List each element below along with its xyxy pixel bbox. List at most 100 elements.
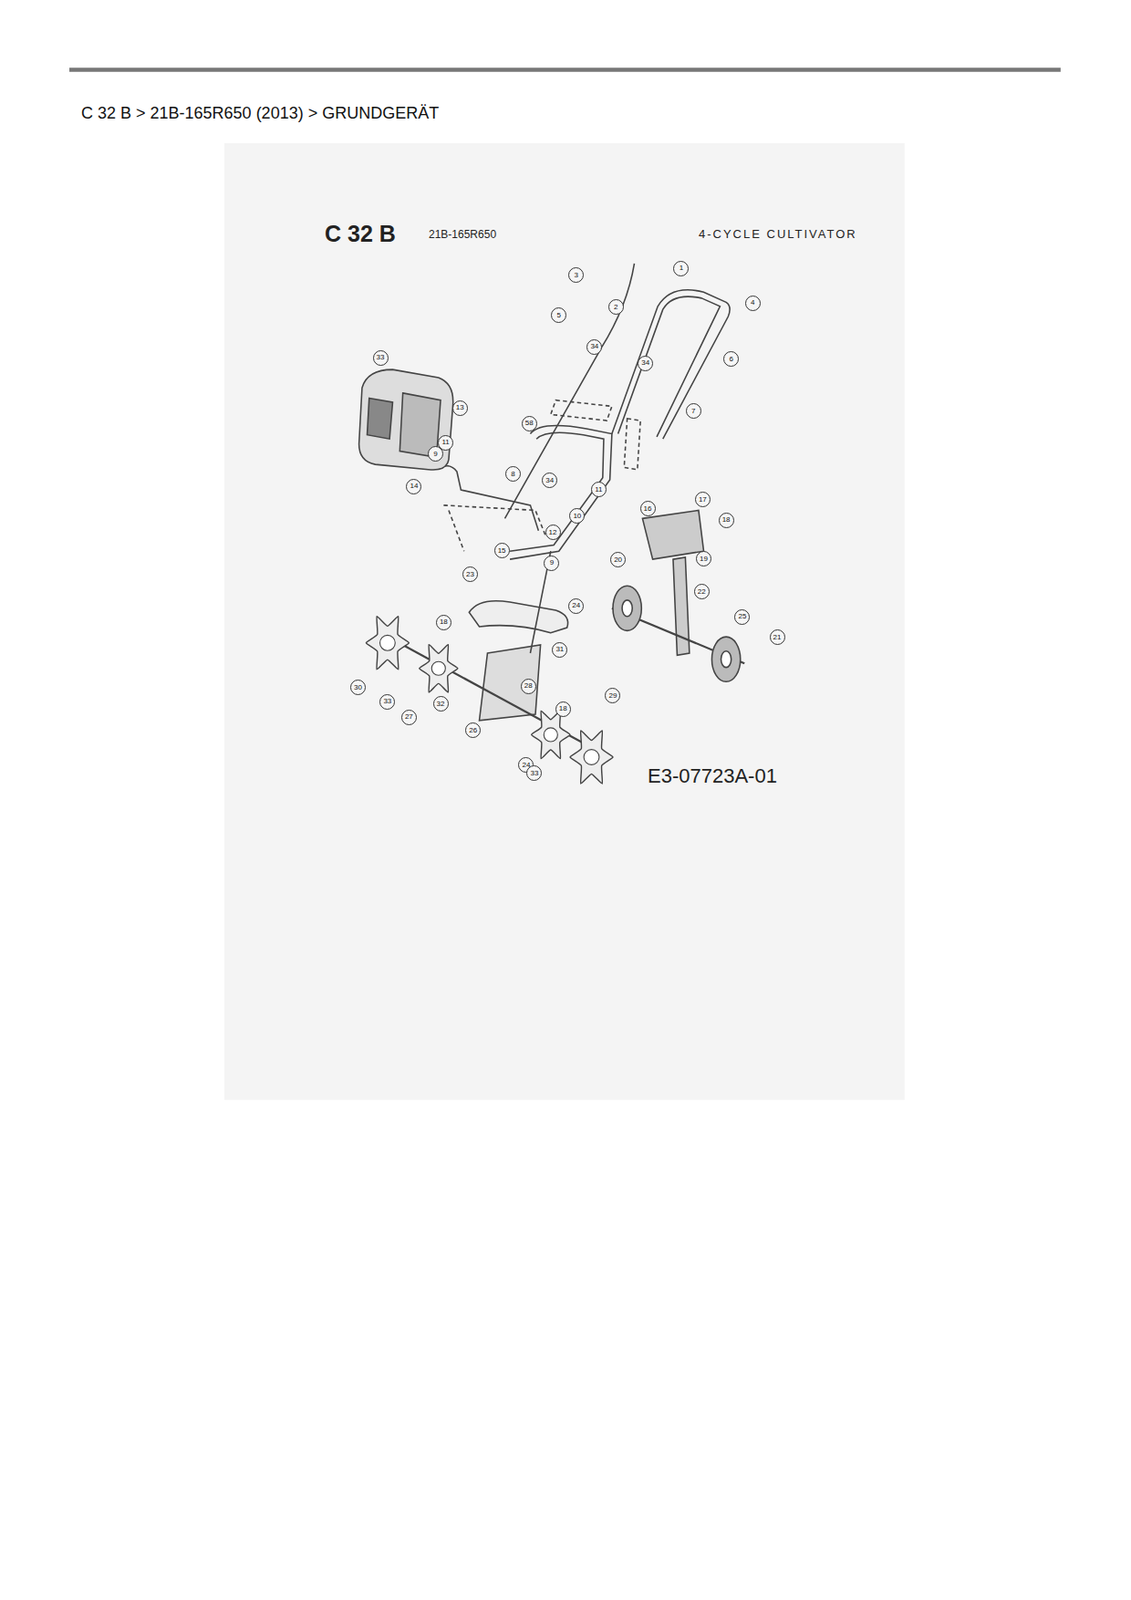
callout-number: 13 xyxy=(456,404,465,412)
tine-shield xyxy=(468,601,568,633)
engine-fins xyxy=(367,397,394,439)
callout-number: 32 xyxy=(433,695,449,712)
picture-ground xyxy=(224,143,905,1100)
callout-number: 34 xyxy=(590,342,599,351)
callout-number: 9 xyxy=(433,450,437,458)
callout-number: 15 xyxy=(498,547,507,555)
callout-number: 12 xyxy=(549,529,558,537)
callout-number: 18 xyxy=(559,705,568,713)
handle xyxy=(618,296,721,437)
callout-number: 29 xyxy=(609,692,618,700)
clamp xyxy=(623,418,641,470)
cable xyxy=(504,263,634,519)
frame-guide xyxy=(443,505,546,551)
callout-number: 18 xyxy=(435,614,452,631)
gear-housing xyxy=(479,644,541,721)
callout-number: 7 xyxy=(691,407,696,416)
tine xyxy=(531,710,571,758)
callout-number: 1 xyxy=(673,260,689,277)
tine xyxy=(570,730,613,784)
callout-number: 18 xyxy=(722,516,731,524)
bracket xyxy=(438,466,540,531)
callout-number: 10 xyxy=(572,512,582,520)
callout-number: 18 xyxy=(555,701,571,717)
callout-number: 5 xyxy=(556,311,561,320)
frame xyxy=(509,425,613,561)
callout-number: 1 xyxy=(679,264,684,272)
callout-number: 18 xyxy=(439,618,448,626)
callout-number: 28 xyxy=(524,682,533,690)
callout-number: 18 xyxy=(718,512,735,529)
diagram-heading: C 32 B xyxy=(324,220,396,248)
callout-number: 34 xyxy=(586,339,602,355)
handle xyxy=(612,290,730,439)
callout-number: 9 xyxy=(549,559,554,567)
callout-number: 11 xyxy=(594,486,602,494)
callout-number: 15 xyxy=(494,542,510,559)
diagram-heading: 21B-165R650 xyxy=(428,228,497,241)
callout-number: 24 xyxy=(568,598,584,614)
callout-number: 4 xyxy=(745,295,761,312)
tine-hub xyxy=(543,727,558,742)
callout-number: 27 xyxy=(401,709,417,726)
callout-number: 21 xyxy=(769,629,786,645)
callout-number: 25 xyxy=(738,612,748,621)
callout-number: 20 xyxy=(613,556,623,564)
callout-number: 6 xyxy=(728,355,733,364)
callout-number: 23 xyxy=(462,566,478,582)
callout-number: 11 xyxy=(441,438,449,447)
hub xyxy=(721,651,732,668)
callout-number: 28 xyxy=(520,678,537,695)
callout-number: 11 xyxy=(591,481,607,498)
callout-number: 2 xyxy=(608,299,624,315)
callout-number: 33 xyxy=(373,350,389,366)
callout-number: 14 xyxy=(410,482,419,490)
parts xyxy=(359,263,746,754)
callout-number: 34 xyxy=(545,477,554,485)
callout-number: 19 xyxy=(699,555,708,563)
callout-number: 33 xyxy=(529,769,539,778)
drawing-number: E3-07723A-01 xyxy=(647,764,778,789)
callout-number: 26 xyxy=(468,726,478,735)
tine-hub xyxy=(380,634,396,651)
callout-number: 9 xyxy=(543,555,560,571)
callout-number: 58 xyxy=(521,415,538,432)
callout-number: 58 xyxy=(525,419,534,427)
callout-number: 30 xyxy=(350,679,366,696)
callout-number: 30 xyxy=(353,684,363,692)
callout-number: 4 xyxy=(750,299,755,307)
callout-number: 2 xyxy=(613,303,618,312)
callout-number: 32 xyxy=(436,700,446,708)
tine xyxy=(419,644,458,693)
tine-shaft xyxy=(403,644,602,754)
callout-number: 16 xyxy=(643,505,653,513)
callout-number: 13 xyxy=(452,400,468,416)
top-rule xyxy=(69,67,1061,72)
callout-number: 7 xyxy=(685,403,702,419)
breadcrumb-title: C 32 B > 21B-165R650 (2013) > GRUNDGERÄT xyxy=(81,103,439,124)
callout-number: 31 xyxy=(551,642,568,658)
callout-number: 33 xyxy=(383,697,392,706)
wheel xyxy=(612,585,642,631)
wheel xyxy=(711,636,740,682)
callout-number: 12 xyxy=(545,524,561,540)
engine xyxy=(359,369,454,470)
callout-number: 33 xyxy=(376,353,385,362)
callout-number: 21 xyxy=(773,633,782,642)
callout-number: 22 xyxy=(697,588,706,596)
callout-number: 23 xyxy=(466,570,475,579)
callout-number: 34 xyxy=(637,355,654,372)
callout-number: 8 xyxy=(510,470,515,478)
clamp xyxy=(550,400,613,421)
callout-number: 31 xyxy=(555,645,564,654)
callout-number: 17 xyxy=(698,496,707,504)
callout-number: 27 xyxy=(404,713,414,721)
callout-number: 22 xyxy=(694,583,710,600)
tine-hub xyxy=(431,661,446,675)
callout-number: 3 xyxy=(574,271,579,280)
diagram-heading: 4-CYCLE CULTIVATOR xyxy=(698,227,858,241)
callout-number: 9 xyxy=(427,446,444,462)
